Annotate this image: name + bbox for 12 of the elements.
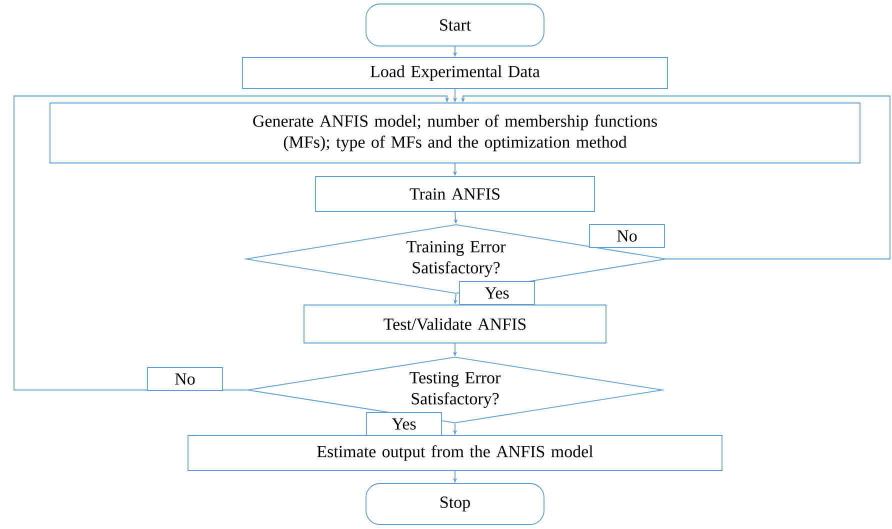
process-box: Load Experimental Data (242, 57, 668, 89)
edge-label: No (589, 224, 665, 248)
edge-label: Yes (459, 281, 535, 305)
edge-label: No (147, 367, 223, 391)
process-box: Generate ANFIS model; number of membership functions (MFs); type of MFs and the optimization method (50, 102, 860, 164)
terminal-box: Start (366, 4, 544, 46)
terminal-box: Stop (366, 483, 544, 525)
process-box: Estimate output from the ANFIS model (188, 435, 722, 471)
process-box: Train ANFIS (315, 176, 595, 212)
arrow (14, 96, 450, 390)
edge-label: Yes (366, 412, 442, 436)
process-box: Test/Validate ANFIS (304, 304, 606, 344)
